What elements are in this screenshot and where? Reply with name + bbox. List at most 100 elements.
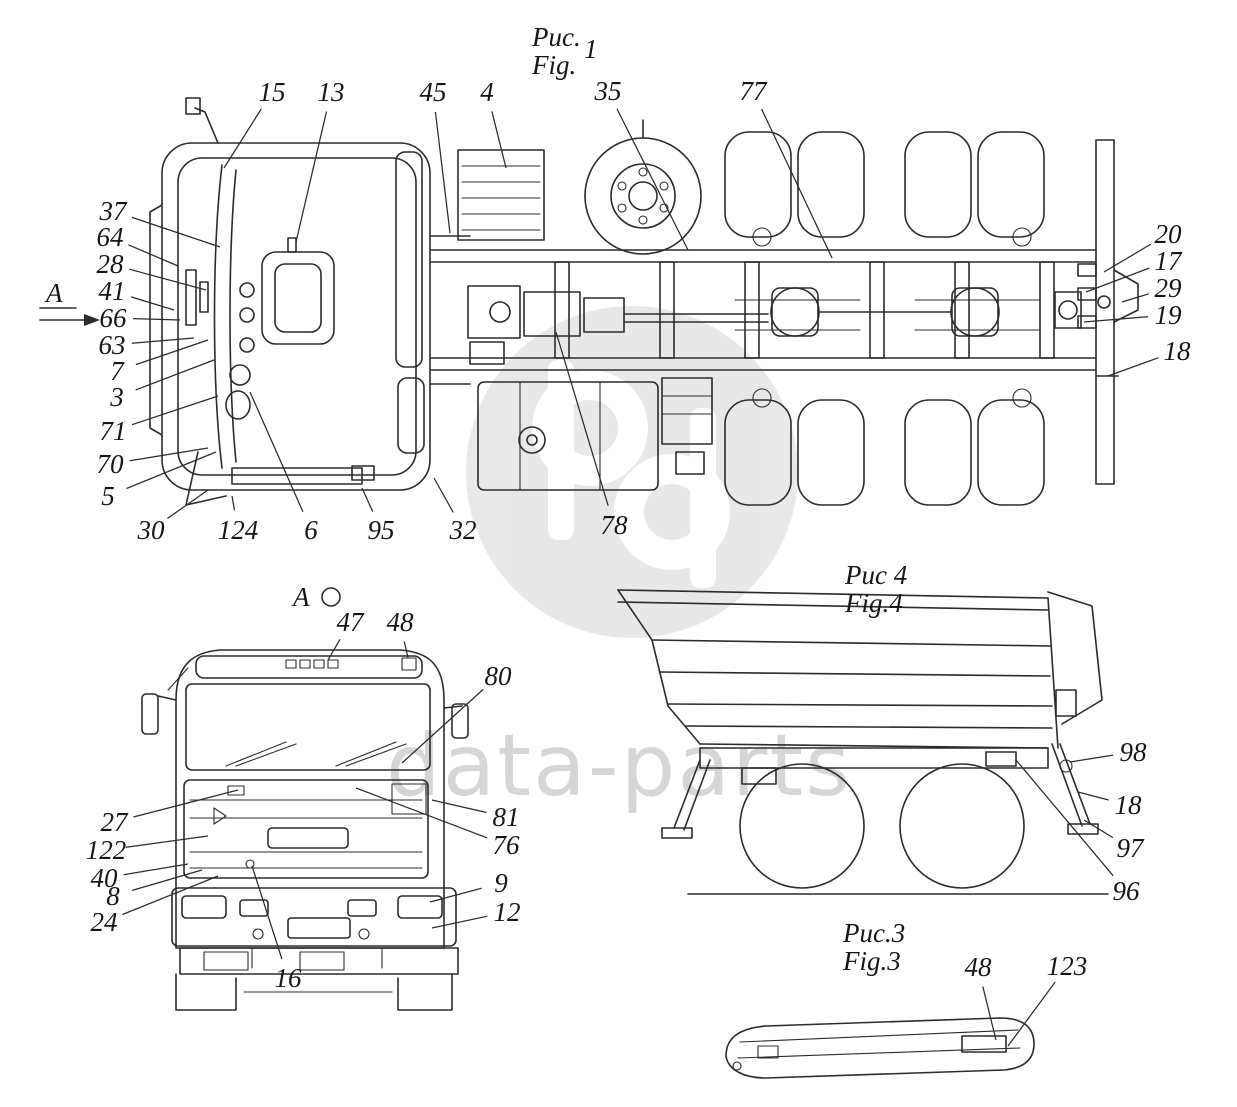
callout-6: 6 <box>304 515 318 545</box>
callout-76: 76 <box>493 830 521 860</box>
leader-line-76 <box>355 787 488 839</box>
fig4-caption-ru: Puc 4 <box>845 560 908 590</box>
callout-81: 81 <box>493 802 520 832</box>
callout-77: 77 <box>740 76 769 106</box>
leader-line-13 <box>295 111 328 243</box>
callout-124: 124 <box>218 515 259 545</box>
fig4-caption-en: Fig.4 <box>845 588 903 618</box>
leader-line-29 <box>1121 293 1150 303</box>
callout-32: 32 <box>449 515 477 545</box>
callout-45: 45 <box>420 77 447 107</box>
leader-line-77 <box>761 108 833 259</box>
callout-40: 40 <box>91 863 119 893</box>
callout-15: 15 <box>259 77 286 107</box>
leader-line-20 <box>1103 243 1152 273</box>
leader-line-9 <box>429 887 482 903</box>
callout-97: 97 <box>1117 833 1146 863</box>
callout-27: 27 <box>101 807 130 837</box>
leader-line-5 <box>126 451 217 490</box>
callout-47: 47 <box>337 607 366 637</box>
callout-3: 3 <box>109 382 124 412</box>
callout-18: 18 <box>1115 790 1143 820</box>
leader-line-95 <box>361 487 374 513</box>
leader-line-37 <box>131 216 221 248</box>
leader-line-19 <box>1083 316 1149 323</box>
leader-line-28 <box>129 268 207 291</box>
leader-line-41 <box>130 296 175 311</box>
fig4-drawing <box>617 589 1109 895</box>
leader-line-40 <box>123 863 189 876</box>
leader-line-71 <box>131 395 219 426</box>
callout-12: 12 <box>494 897 521 927</box>
fig1-number: 1 <box>584 34 598 64</box>
leader-line-48 <box>403 641 409 659</box>
leader-line-35 <box>616 108 689 251</box>
view-arrow-icon <box>39 307 100 326</box>
callout-20: 20 <box>1155 219 1183 249</box>
leader-line-78 <box>555 331 609 506</box>
callout-70: 70 <box>97 449 125 479</box>
leader-line-18 <box>1077 791 1109 801</box>
leader-line-17 <box>1085 267 1150 293</box>
callout-41: 41 <box>99 276 126 306</box>
callout-95: 95 <box>368 515 395 545</box>
leader-line-122 <box>125 835 209 848</box>
callout-78: 78 <box>601 510 629 540</box>
callout-28: 28 <box>97 249 125 279</box>
callout-4: 4 <box>480 77 494 107</box>
front-view-drawing <box>141 587 469 1011</box>
callout-24: 24 <box>91 907 118 937</box>
leader-line-18 <box>1107 357 1159 377</box>
callout-29: 29 <box>1155 273 1183 303</box>
watermark-logo <box>466 306 798 638</box>
callout-63: 63 <box>99 330 126 360</box>
leader-line-45 <box>434 111 451 234</box>
leader-line-124 <box>231 495 236 511</box>
callout-17: 17 <box>1155 246 1184 276</box>
leader-line-32 <box>433 477 454 513</box>
callout-48: 48 <box>387 607 415 637</box>
leader-line-6 <box>249 391 304 512</box>
fig3-caption-en: Fig.3 <box>843 946 901 976</box>
callout-18: 18 <box>1164 336 1192 366</box>
callout-71: 71 <box>100 416 127 446</box>
leader-line-4 <box>491 111 507 169</box>
callout-48: 48 <box>965 952 993 982</box>
leader-line-97 <box>1083 819 1114 839</box>
fig3-drawing <box>725 1017 1035 1079</box>
leader-line-27 <box>133 789 239 818</box>
callout-8: 8 <box>106 881 120 911</box>
callout-5: 5 <box>101 481 115 511</box>
leader-line-63 <box>131 337 195 344</box>
callout-37: 37 <box>99 196 129 226</box>
leader-line-24 <box>122 875 219 916</box>
leader-line-64 <box>128 244 179 267</box>
callout-98: 98 <box>1120 737 1148 767</box>
callout-64: 64 <box>97 222 124 252</box>
watermark-text: data-parts <box>386 716 852 816</box>
leader-line-16 <box>251 865 283 960</box>
leader-line-81 <box>431 799 487 814</box>
callout-9: 9 <box>494 868 508 898</box>
side-view-marker-label: A <box>46 278 63 308</box>
callout-122: 122 <box>86 835 127 865</box>
leader-line-80 <box>401 688 484 764</box>
leader-line-7 <box>135 339 209 366</box>
callout-35: 35 <box>594 76 622 106</box>
leader-line-47 <box>327 638 341 661</box>
callout-7: 7 <box>110 356 125 386</box>
leader-line-3 <box>135 359 215 391</box>
leader-line-66 <box>132 317 181 321</box>
leader-line-70 <box>129 447 209 462</box>
leader-line-48 <box>982 986 997 1041</box>
fig1-drawing <box>149 97 1139 506</box>
fig1-caption-ru: Puc. <box>532 22 581 52</box>
leader-line-98 <box>1069 754 1114 763</box>
callout-80: 80 <box>485 661 513 691</box>
callout-66: 66 <box>100 303 128 333</box>
leader-line-15 <box>223 108 262 169</box>
fig1-caption-en: Fig. <box>532 50 577 80</box>
